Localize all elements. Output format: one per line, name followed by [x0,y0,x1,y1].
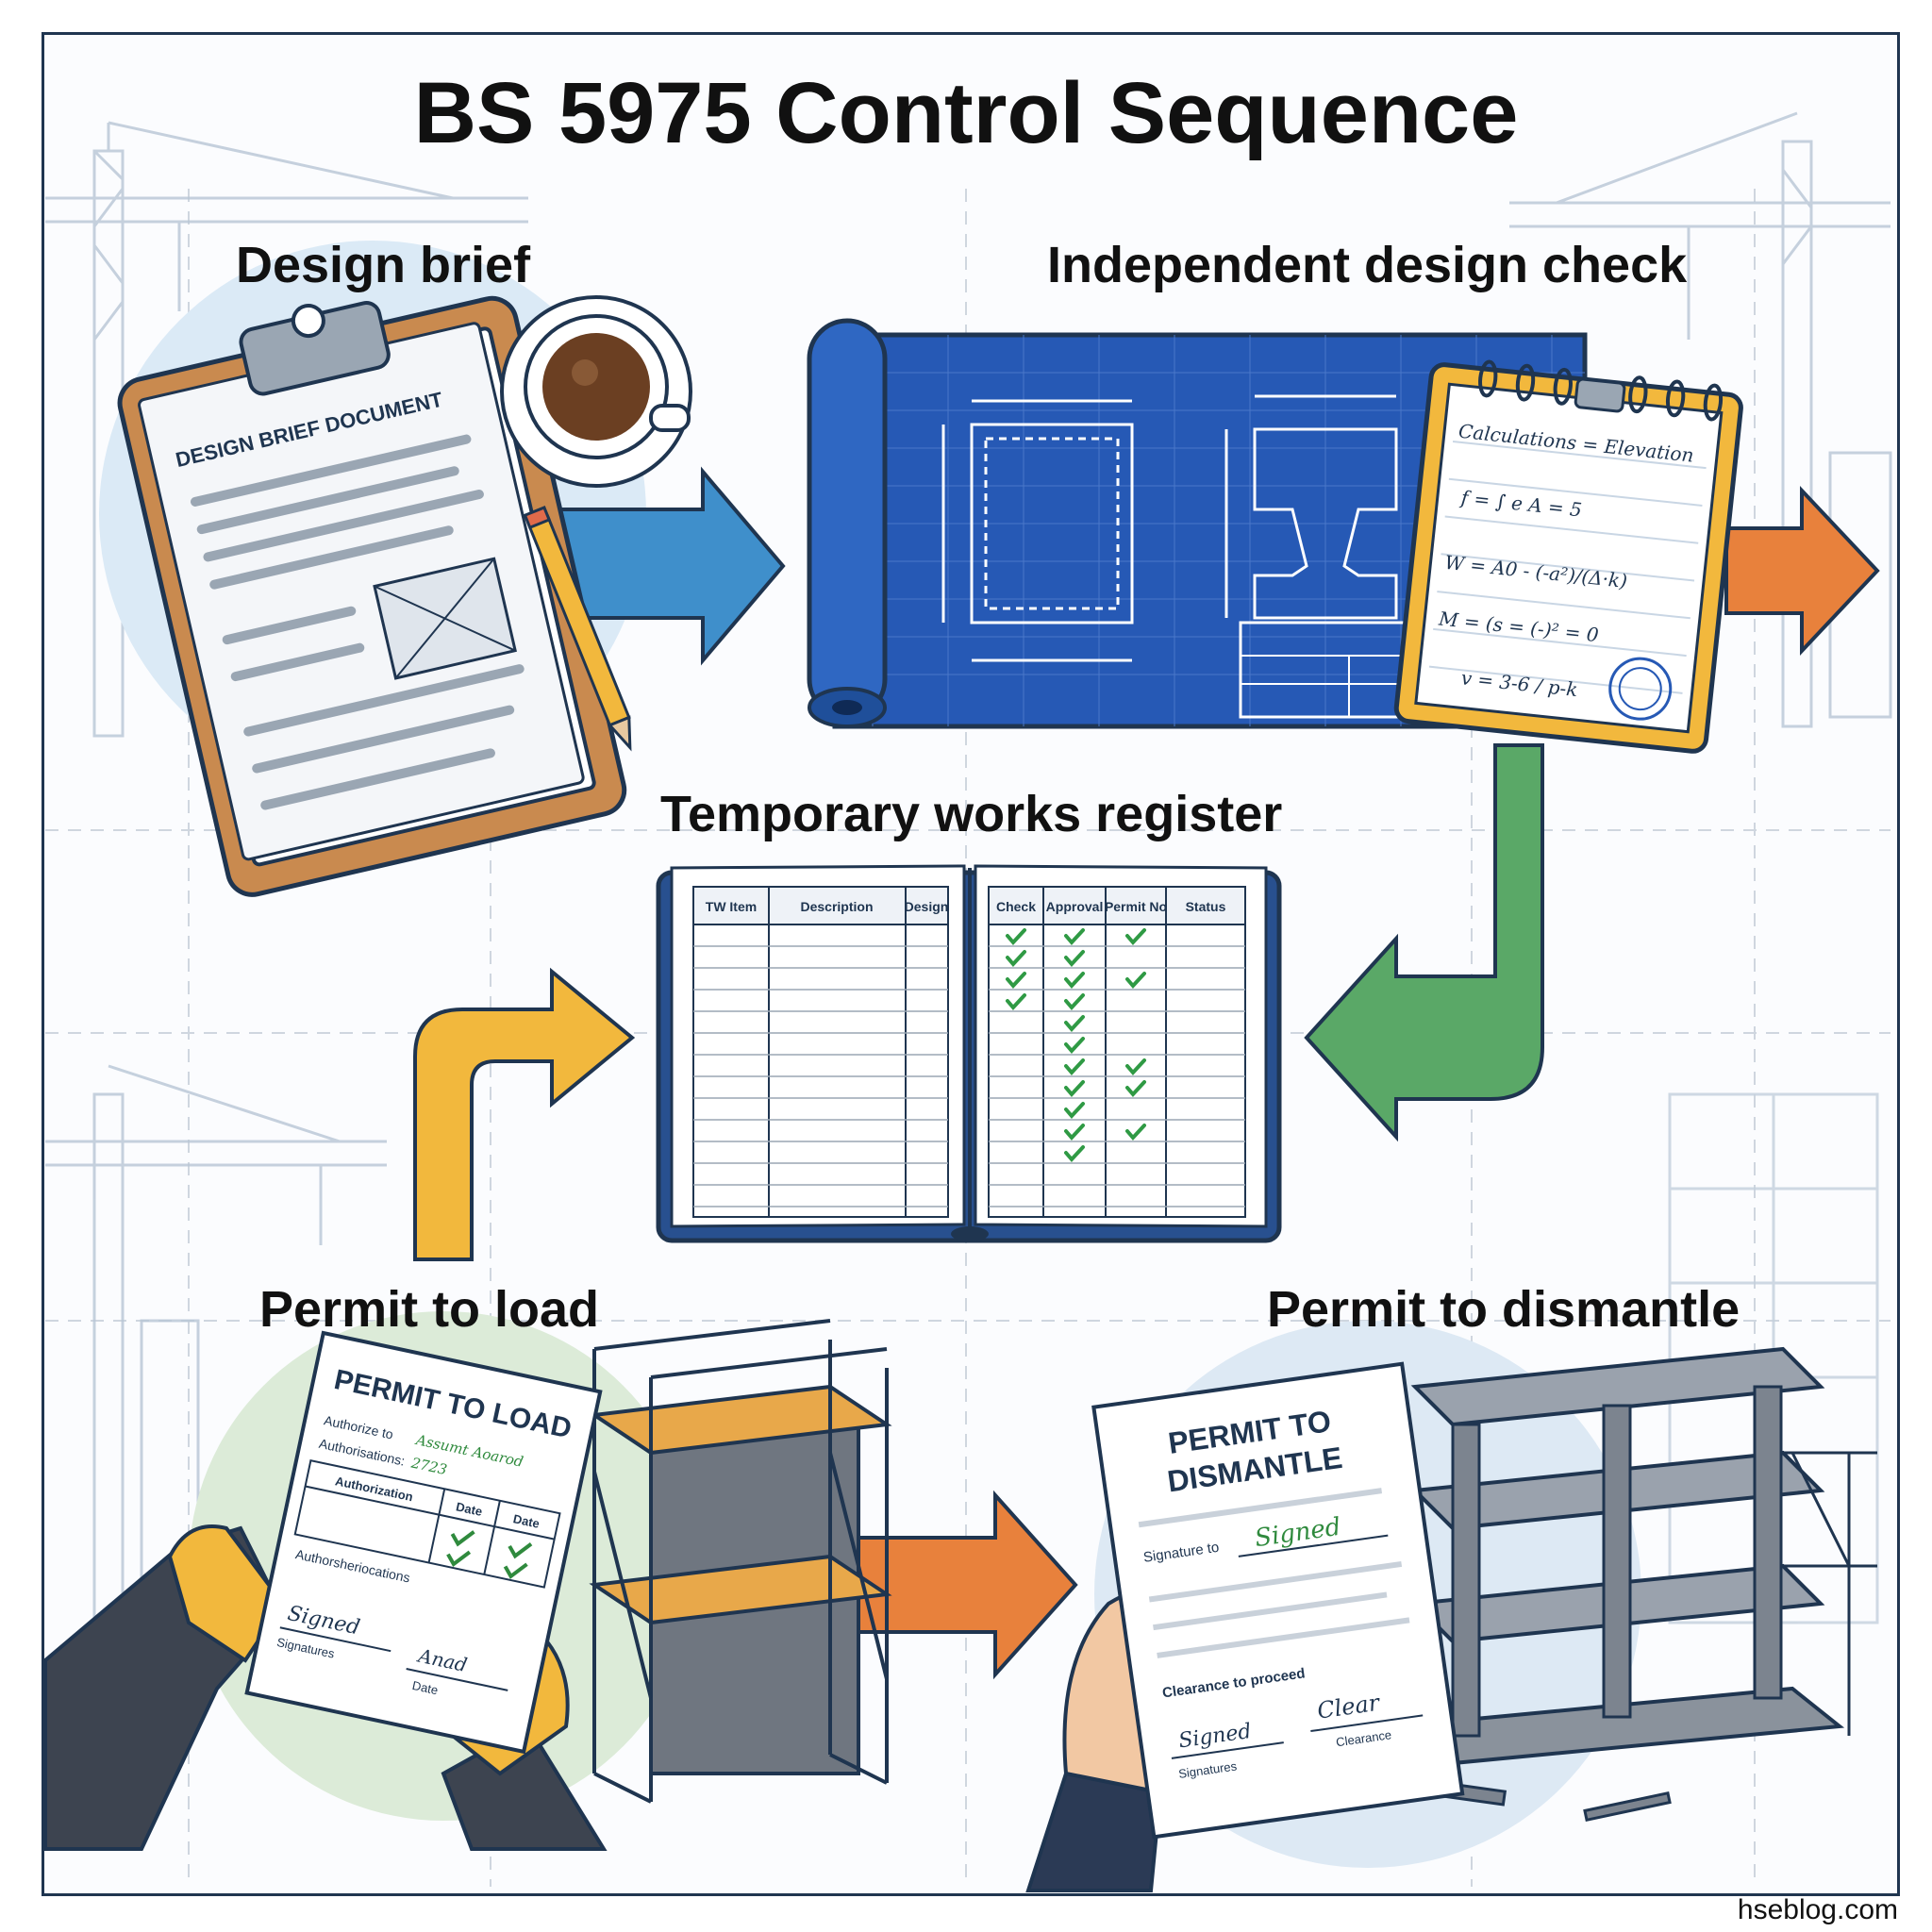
step-label-register: Temporary works register [660,786,1283,842]
check-icon [1006,972,1026,990]
check-icon [1125,928,1146,946]
register-left-headers: TW Item Description Design [706,899,949,914]
check-icon [1064,1102,1085,1120]
check-icon [1006,993,1026,1011]
permit-to-dismantle-document: PERMIT TO DISMANTLE Signature to Signed … [1091,1361,1465,1840]
concrete-structure [1389,1346,1877,1823]
check-icon [1064,972,1085,990]
arrow-check-to-right [1724,485,1880,657]
permit-to-dismantle-scene: PERMIT TO DISMANTLE Signature to Signed … [1025,1346,1877,1892]
header-approval: Approval [1046,899,1104,914]
check-icon [1064,1145,1085,1163]
header-permit-no: Permit No [1105,899,1167,914]
step-label-permit-load: Permit to load [259,1281,600,1338]
check-icon [503,1562,528,1579]
check-icon [1064,1058,1085,1076]
check-icon [508,1542,533,1559]
step-label-design-check: Independent design check [1047,237,1688,293]
check-icon [1064,928,1085,946]
register-book: TW Item Description Design Check Approva… [656,864,1282,1243]
background-crane-left [45,121,528,738]
step-label-permit-dismantle: Permit to dismantle [1267,1281,1740,1338]
check-icon [1125,1124,1146,1141]
page-title: BS 5975 Control Sequence [413,65,1519,161]
arrow-check-to-register [1304,743,1544,1142]
permit-to-load-scene: PERMIT TO LOAD Authorize to Assumt Aoaro… [43,1319,892,1851]
header-status: Status [1186,899,1226,914]
check-icon [446,1550,472,1567]
permit-table-header-date-2: Date [512,1511,541,1531]
check-icon [1125,1058,1146,1076]
arrow-load-to-register [413,967,636,1261]
check-icon [1064,950,1085,968]
check-icon [1006,928,1026,946]
check-icon [1125,972,1146,990]
check-icon [1064,1037,1085,1055]
design-brief-clipboard: DESIGN BRIEF DOCUMENT [117,295,632,897]
check-icon [1064,1124,1085,1141]
check-icon [1064,1080,1085,1098]
header-design: Design [905,899,949,914]
calculations-notepad: Calculations = Elevation f = ∫ e A = 5 W… [1393,359,1743,754]
step-label-design-brief: Design brief [236,237,531,293]
header-description: Description [800,899,873,914]
footer-credit: hseblog.com [1737,1894,1898,1925]
suit-sleeve [1025,1771,1163,1892]
header-check: Check [996,899,1036,914]
permit-load-date-label: Date [411,1678,440,1697]
scaffold-formwork [589,1319,892,1804]
header-tw-item: TW Item [706,899,757,914]
permit-to-load-document: PERMIT TO LOAD Authorize to Assumt Aoaro… [244,1330,603,1755]
permit-table-header-date-1: Date [455,1499,484,1519]
check-icon [1064,1015,1085,1033]
check-icon [1006,950,1026,968]
check-icon [1125,1080,1146,1098]
check-icon [450,1530,475,1547]
coffee-cup-icon [500,295,692,488]
check-icon [1064,993,1085,1011]
register-right-headers: Check Approval Permit No Status [996,899,1226,914]
